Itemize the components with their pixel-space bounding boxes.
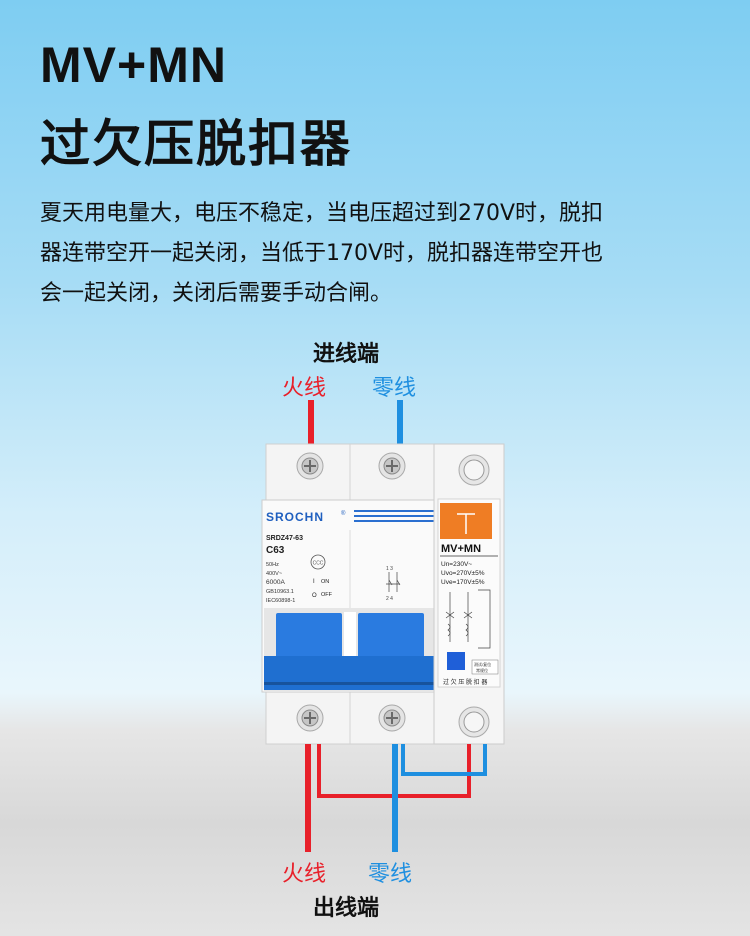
screw-icon [378,704,406,732]
screw-icon [458,706,490,738]
live-wire-in [308,400,314,446]
indicator-icon [457,513,475,534]
module-spec: Un=230V~ [441,561,472,568]
brand-stripes [354,510,434,522]
voltage-protector-module [433,443,505,745]
module-spec: Uve=170V±5% [441,579,485,586]
description-line: 夏天用电量大，电压不稳定，当电压超过到270V时，脱扣 [40,201,604,226]
output-terminal-label: 出线端 [313,896,380,921]
pole-labels-bottom: 2 4 [386,596,393,602]
test-reset-button[interactable] [447,652,465,670]
on-label: ON [321,579,329,585]
registered-icon: ® [341,510,346,517]
breaker-handle-left[interactable] [276,613,342,661]
neutral-wire-out [392,744,487,852]
on-indicator-icon: I [313,579,315,585]
spec-line: 400V~ [266,571,282,577]
live-wire-out [305,744,471,852]
ccc-certification-icon: CCC [310,554,326,570]
model-number: SRDZ47-63 [266,535,303,542]
page-title-line2: 过欠压脱扣器 [40,115,352,173]
screw-icon [296,452,324,480]
spec-line: GB10963.1 [266,589,294,595]
input-terminal-label: 进线端 [313,342,380,367]
neutral-wire-in [397,400,403,446]
page-title-line1: MV+MN [40,37,227,93]
button-hint: 常规位 [476,667,488,673]
live-wire-label-bottom: 火线 [282,862,327,887]
description-line: 器连带空开一起关闭，当低于170V时，脱扣器连带空开也 [40,241,604,266]
description-line: 会一起关闭，关闭后需要手动合闸。 [40,281,393,306]
live-wire-label-top: 火线 [282,376,327,401]
trip-coil-symbol [445,589,491,649]
spec-line: 50Hz [266,562,279,568]
neutral-wire-label-top: 零线 [372,376,417,401]
module-title: MV+MN [441,543,481,555]
neutral-wire-label-bottom: 零线 [368,862,413,887]
rating: C63 [266,545,285,556]
module-spec: Uvo=270V±5% [441,570,485,577]
screw-icon [378,452,406,480]
screw-icon [458,454,490,486]
breaker-handle-right[interactable] [358,613,424,661]
description: 夏天用电量大，电压不稳定，当电压超过到270V时，脱扣 器连带空开一起关闭，当低… [40,194,604,314]
spec-line: 6000A [266,579,285,586]
module-name: 过 欠 压 脱 扣 器 [443,678,487,686]
spec-line: IEC60898-1 [266,598,295,604]
button-hint: 测试/复位 [474,661,491,667]
brand-logo: SROCHN [266,510,324,524]
svg-text:CCC: CCC [313,561,324,567]
off-indicator-icon: O [312,593,317,599]
pole-labels-top: 1 3 [386,566,393,572]
off-label: OFF [321,592,333,598]
circuit-symbol [386,572,401,592]
screw-icon [296,704,324,732]
